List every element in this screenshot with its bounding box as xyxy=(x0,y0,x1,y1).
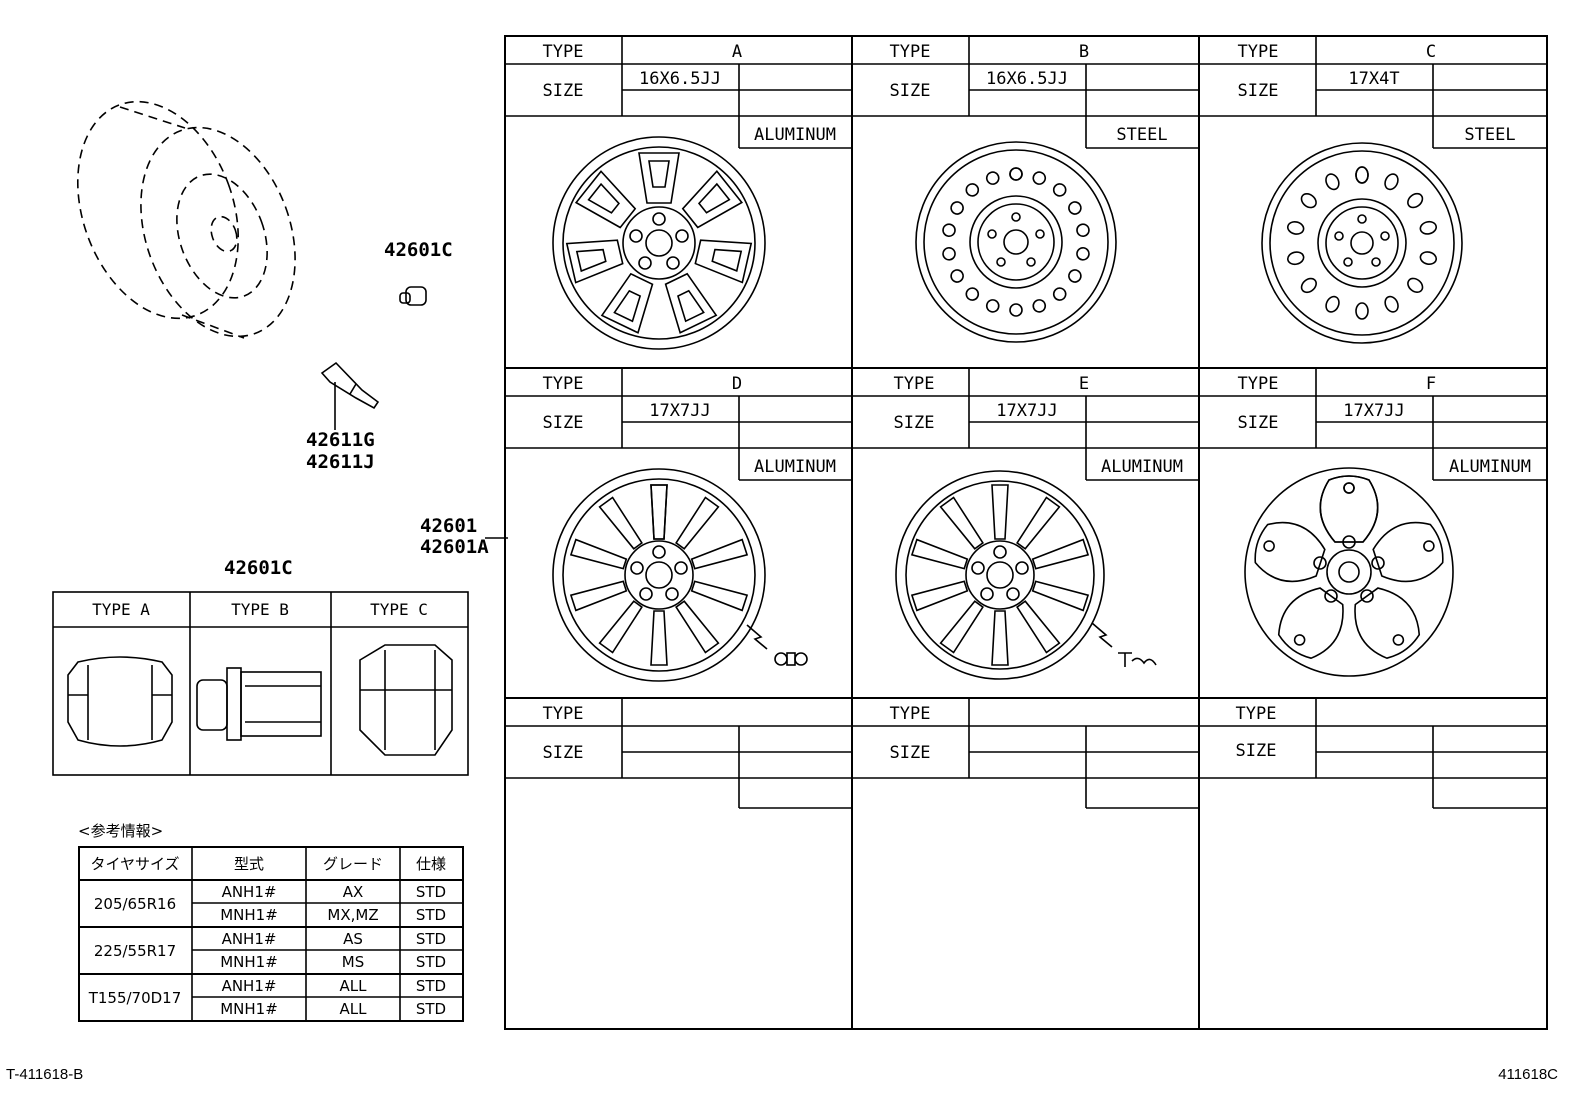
wheel-a-type: A xyxy=(732,42,742,62)
nut-type-a-icon xyxy=(67,656,173,747)
size-label: SIZE xyxy=(1236,741,1277,761)
wheel-d-material: ALUMINUM xyxy=(754,457,836,477)
type-label: TYPE xyxy=(1236,704,1277,724)
wheel-e-type: E xyxy=(1079,374,1089,394)
nut-type-b-icon xyxy=(196,667,322,741)
ref-header-tire: タイヤサイズ xyxy=(90,855,179,873)
wheel-b-material: STEEL xyxy=(1116,125,1167,145)
wheel-c-material: STEEL xyxy=(1464,125,1515,145)
row1-headers xyxy=(505,36,1547,149)
part-label-cap: 42601C xyxy=(384,239,453,261)
wheel-f-size: 17X7JJ xyxy=(1343,401,1404,421)
part-label-valve-g: 42611G xyxy=(306,429,375,451)
footer-right-code: 411618C xyxy=(1498,1066,1558,1083)
wheel-a-size: 16X6.5JJ xyxy=(639,69,721,89)
size-label: SIZE xyxy=(890,743,931,763)
wheel-a-material: ALUMINUM xyxy=(754,125,836,145)
size-label: SIZE xyxy=(1238,413,1279,433)
type-label: TYPE xyxy=(543,704,584,724)
ref-model: ANH1# xyxy=(222,883,277,901)
part-label-nut-table: 42601C xyxy=(224,557,293,579)
size-label: SIZE xyxy=(1238,81,1279,101)
reference-title: <参考情報> xyxy=(78,822,163,840)
part-label-wheel: 42601 xyxy=(420,515,477,537)
type-label: TYPE xyxy=(1238,374,1279,394)
nut-header-c: TYPE C xyxy=(370,600,428,619)
wheel-e-material: ALUMINUM xyxy=(1101,457,1183,477)
ref-model: MNH1# xyxy=(220,953,278,971)
wheel-b-type: B xyxy=(1079,42,1089,62)
ref-tire: T155/70D17 xyxy=(88,989,182,1007)
ref-spec: STD xyxy=(416,977,446,995)
ref-grade: MS xyxy=(342,953,364,971)
tire-illustration xyxy=(76,100,296,339)
nut-type-table xyxy=(52,591,469,776)
size-label: SIZE xyxy=(890,81,931,101)
ref-header-spec: 仕様 xyxy=(416,855,446,873)
wheel-f-illustration xyxy=(1244,467,1454,677)
ref-model: MNH1# xyxy=(220,906,278,924)
wheel-d-type: D xyxy=(732,374,742,394)
reference-table-grid xyxy=(78,846,464,1022)
type-label: TYPE xyxy=(1238,42,1279,62)
ref-grade: ALL xyxy=(340,977,368,995)
ref-grade: AX xyxy=(343,883,364,901)
wheel-f-material: ALUMINUM xyxy=(1449,457,1531,477)
ref-spec: STD xyxy=(416,930,446,948)
wheel-e-size: 17X7JJ xyxy=(996,401,1057,421)
wheel-c-size: 17X4T xyxy=(1348,69,1399,89)
ref-spec: STD xyxy=(416,953,446,971)
ref-grade: MX,MZ xyxy=(327,906,378,924)
ref-grade: AS xyxy=(343,930,363,948)
ref-spec: STD xyxy=(416,906,446,924)
type-label: TYPE xyxy=(894,374,935,394)
wheel-f-type: F xyxy=(1426,374,1436,394)
type-label: TYPE xyxy=(543,42,584,62)
ref-grade: ALL xyxy=(340,1000,368,1018)
ref-model: ANH1# xyxy=(222,930,277,948)
wheel-c-type: C xyxy=(1426,42,1436,62)
ref-model: MNH1# xyxy=(220,1000,278,1018)
ref-spec: STD xyxy=(416,1000,446,1018)
wheel-d-size: 17X7JJ xyxy=(649,401,710,421)
size-label: SIZE xyxy=(894,413,935,433)
wheel-b-illustration xyxy=(915,141,1117,343)
wheel-b-size: 16X6.5JJ xyxy=(986,69,1068,89)
ref-spec: STD xyxy=(416,883,446,901)
size-label: SIZE xyxy=(543,413,584,433)
nut-header-b: TYPE B xyxy=(231,600,289,619)
type-label: TYPE xyxy=(890,42,931,62)
type-label: TYPE xyxy=(890,704,931,724)
part-label-wheel-a: 42601A xyxy=(420,536,489,558)
ref-tire: 225/55R17 xyxy=(94,942,176,960)
row3-headers xyxy=(505,698,1547,809)
type-label: TYPE xyxy=(543,374,584,394)
wheel-d-illustration xyxy=(552,468,808,682)
nut-type-c-icon xyxy=(359,644,453,756)
wheel-grid xyxy=(504,35,1548,1030)
row2-headers xyxy=(505,368,1547,481)
size-label: SIZE xyxy=(543,743,584,763)
wheel-c-illustration xyxy=(1261,142,1463,344)
wheel-a-illustration xyxy=(552,136,766,350)
cap-nut-icon xyxy=(399,286,427,306)
ref-header-grade: グレード xyxy=(323,855,383,873)
ref-model: ANH1# xyxy=(222,977,277,995)
footer-left-code: T-411618-B xyxy=(6,1066,83,1083)
part-label-valve-j: 42611J xyxy=(306,451,375,473)
ref-tire: 205/65R16 xyxy=(94,895,176,913)
wheel-e-illustration xyxy=(895,470,1157,680)
valve-stem-icon xyxy=(320,361,380,430)
nut-header-a: TYPE A xyxy=(92,600,150,619)
ref-header-model: 型式 xyxy=(234,855,264,873)
size-label: SIZE xyxy=(543,81,584,101)
